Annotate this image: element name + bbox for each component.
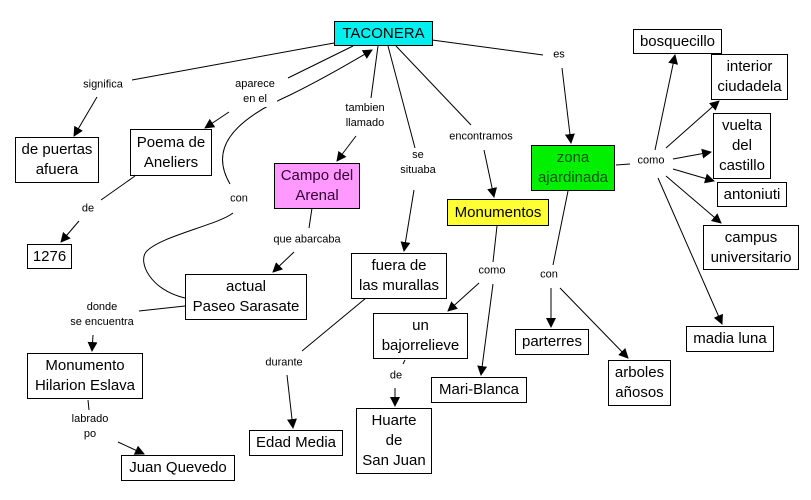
link-label-aparece-en-el: aparece en el (233, 77, 277, 107)
edge-con-zona-in (552, 190, 569, 266)
edge-durante-in (301, 297, 367, 352)
concept-madia-luna[interactable]: madia luna (686, 326, 774, 352)
edge-encontramos-out (483, 149, 498, 198)
link-label-de: de (79, 201, 97, 217)
edge-durante-out (286, 374, 297, 429)
concept-interior-ciudadela[interactable]: interior ciudadela (711, 54, 788, 100)
edge-de-huarte-in (402, 359, 406, 365)
edge-como-zona-in (615, 163, 631, 166)
edge-como-zona-to-bosquecillo (654, 54, 679, 151)
edge-de-in (100, 175, 136, 201)
concept-parterres[interactable]: parterres (515, 329, 589, 355)
edge-abarcaba-out (272, 251, 295, 273)
concept-zona-ajardinada[interactable]: zona ajardinada (531, 145, 615, 191)
link-label-que-abarcaba: que abarcaba (271, 232, 343, 248)
link-label-durante: durante (263, 355, 305, 371)
edge-con-curve-lower (143, 212, 234, 299)
concept-fuera-de-las-murallas[interactable]: fuera de las murallas (351, 253, 447, 299)
link-label-es: es (551, 47, 567, 63)
edge-como-mon-to-bajo (447, 282, 480, 312)
edge-como-mon-in (492, 225, 498, 263)
link-label-tambien-llamado: tambien llamado (343, 101, 387, 131)
edge-aparece-in (287, 45, 354, 79)
edge-labrado-in (87, 399, 90, 411)
edge-donde-out (87, 334, 98, 352)
edge-labrado-out (117, 441, 145, 455)
concept-1276[interactable]: 1276 (27, 244, 72, 269)
link-label-encontramos: encontramos (447, 129, 515, 145)
link-label-como-monumentos: como (476, 263, 508, 279)
edge-tambien-in (370, 45, 379, 99)
edge-significa-out (73, 96, 98, 137)
concept-campo-del-arenal[interactable]: Campo del Arenal (274, 163, 360, 209)
edge-situaba-in (387, 45, 416, 149)
concept-monumento-hilarion-eslava[interactable]: Monumento Hilarion Eslava (27, 353, 143, 399)
edge-donde-in (138, 305, 186, 312)
concept-edad-media[interactable]: Edad Media (249, 430, 343, 456)
edge-como-zona-to-vuelta (672, 148, 712, 160)
edge-como-zona-to-antoniuti (672, 168, 715, 184)
concept-arboles-anosos[interactable]: arboles añosos (608, 360, 671, 406)
edge-significa-in (131, 42, 335, 81)
concept-mari-blanca[interactable]: Mari-Blanca (431, 377, 527, 403)
link-label-donde-se-encuentra: donde se encuentra (68, 300, 136, 330)
edge-como-zona-to-madia (657, 177, 723, 325)
edge-como-zona-to-interior (665, 100, 720, 149)
concept-huarte-de-san-juan[interactable]: Huarte de San Juan (356, 408, 432, 474)
edge-con-zona-to-arboles (559, 287, 629, 359)
edge-como-mon-to-mari (477, 283, 494, 376)
link-label-se-situaba: se situaba (398, 148, 438, 178)
concept-actual-paseo-sarasate[interactable]: actual Paseo Sarasate (185, 274, 307, 320)
edge-abarcaba-in (308, 207, 313, 229)
concept-monumentos[interactable]: Monumentos (447, 199, 549, 226)
edge-situaba-out (400, 189, 415, 252)
edge-aparece-out (204, 111, 230, 129)
edge-tambien-out (336, 135, 357, 162)
concept-taconera[interactable]: TACONERA (334, 21, 433, 46)
concept-bosquecillo[interactable]: bosquecillo (633, 29, 722, 54)
edge-encontramos-in (395, 45, 472, 126)
concept-antoniuti[interactable]: antoniuti (717, 182, 787, 207)
edge-como-zona-to-campus (665, 175, 722, 224)
link-label-labrado-po: labrado po (69, 412, 111, 442)
concept-de-puertas-afuera[interactable]: de puertas afuera (15, 137, 99, 183)
edge-es-in (431, 39, 544, 56)
concept-poema-de-aneliers[interactable]: Poema de Aneliers (130, 129, 212, 176)
link-label-con-zona: con (538, 267, 560, 283)
link-label-como-zona: como (635, 153, 667, 169)
edge-es-out (561, 67, 575, 144)
link-label-significa: significa (81, 77, 125, 93)
edge-de-out (60, 220, 80, 243)
concept-vuelta-del-castillo[interactable]: vuelta del castillo (713, 113, 771, 179)
link-label-de-huarte: de (387, 368, 405, 384)
concept-campus-universitario[interactable]: campus universitario (703, 225, 799, 270)
concept-un-bajorrelieve[interactable]: un bajorrelieve (373, 313, 468, 359)
concept-juan-quevedo[interactable]: Juan Quevedo (121, 455, 235, 481)
edge-con-curve-upper (222, 49, 373, 185)
link-label-con: con (228, 191, 250, 207)
